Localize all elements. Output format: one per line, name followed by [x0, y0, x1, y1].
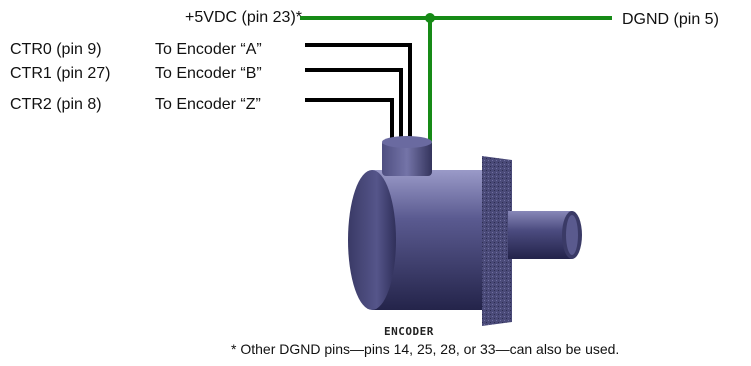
ctr0-pin-label: CTR0 (pin 9)	[10, 41, 102, 58]
ctr1-pin-label: CTR1 (pin 27)	[10, 65, 111, 82]
ctr2-pin-label: CTR2 (pin 8)	[10, 96, 102, 113]
encoder-cable-boss-top	[382, 136, 432, 148]
encoder-body	[359, 170, 498, 310]
ctr1-wire	[305, 68, 403, 150]
vdc-pin-label: +5VDC (pin 23)*	[185, 9, 302, 26]
encoder-cable-boss	[382, 140, 432, 176]
encoder-b-label: To Encoder “B”	[155, 65, 262, 82]
encoder-illustration	[348, 136, 582, 326]
ctr2-wire	[305, 98, 394, 150]
ctr0-wire	[305, 43, 412, 150]
encoder-back-face	[348, 170, 396, 310]
encoder-shaft-end-rim	[566, 215, 578, 255]
encoder-shaft	[508, 211, 572, 259]
encoder-a-label: To Encoder “A”	[155, 41, 262, 58]
encoder-caption: ENCODER	[384, 325, 434, 338]
encoder-flange	[482, 156, 512, 326]
encoder-z-label: To Encoder “Z”	[155, 96, 261, 113]
dgnd-pin-label: DGND (pin 5)	[622, 11, 719, 28]
footnote: * Other DGND pins—pins 14, 25, 28, or 33…	[231, 341, 620, 357]
